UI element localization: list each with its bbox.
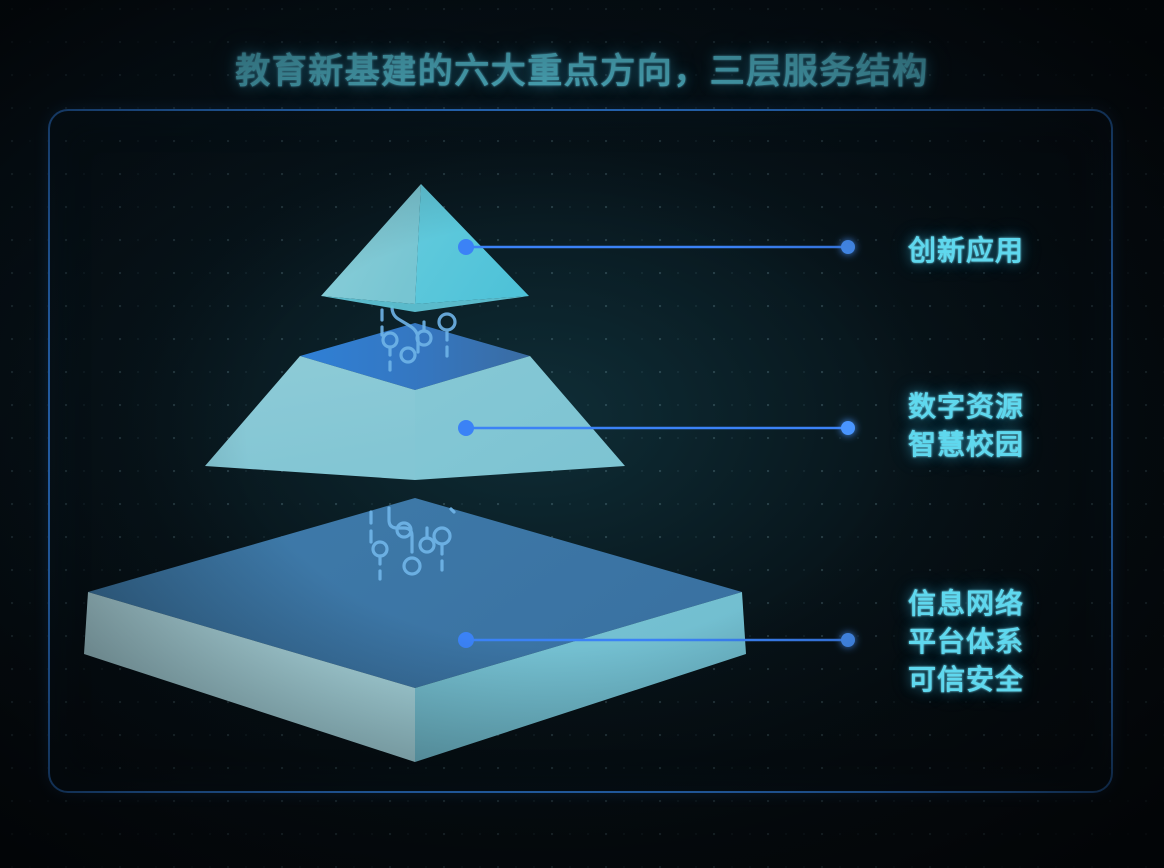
leader-line-top xyxy=(458,239,855,255)
layer-label-bottom-line1: 信息网络 xyxy=(908,588,1025,619)
layer-label-middle-line1: 数字资源 xyxy=(908,391,1025,422)
layer-label-bottom[interactable]: 信息网络 平台体系 可信安全 xyxy=(908,585,1024,699)
layer-label-middle[interactable]: 数字资源 智慧校园 xyxy=(908,388,1024,464)
pyramid-layer-middle[interactable] xyxy=(205,323,625,480)
pyramid-layer-bottom[interactable] xyxy=(84,498,746,762)
layer-label-bottom-line3: 可信安全 xyxy=(908,664,1025,695)
top-layer-left-face xyxy=(321,184,421,304)
layer-label-top[interactable]: 创新应用 xyxy=(908,232,1024,270)
layer-label-bottom-line2: 平台体系 xyxy=(908,626,1025,657)
layer-label-middle-line2: 智慧校园 xyxy=(908,429,1025,460)
layer-label-top-line1: 创新应用 xyxy=(908,235,1025,266)
